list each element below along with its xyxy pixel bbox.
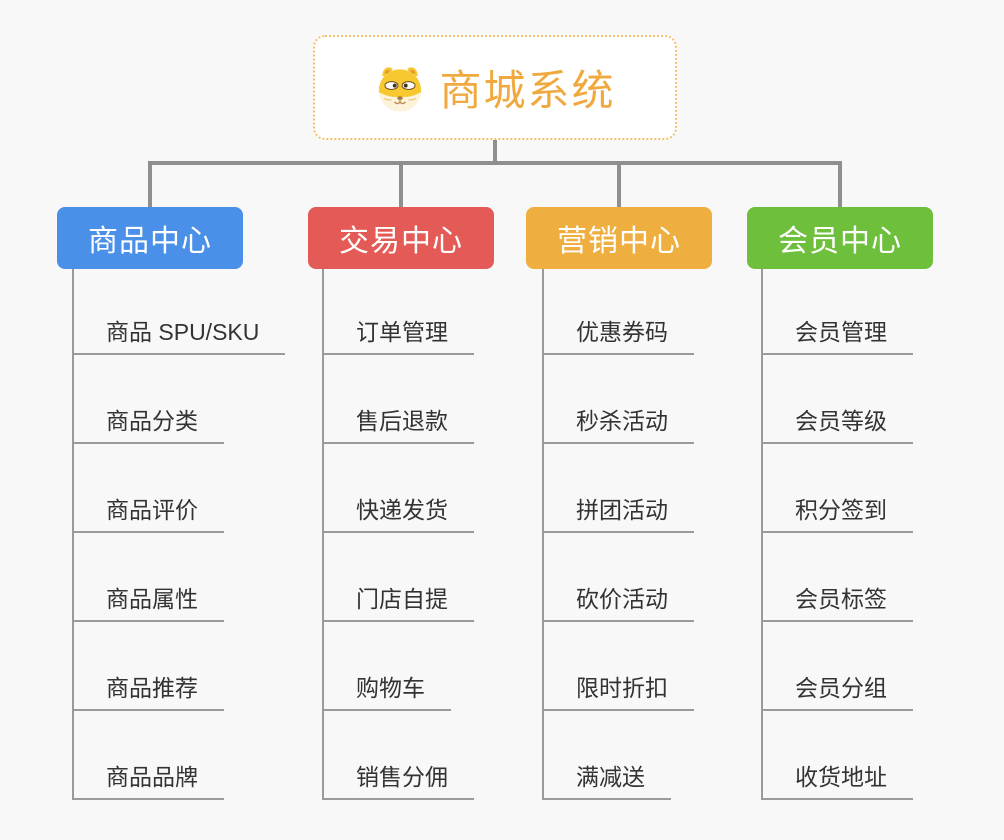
leaf-node[interactable]: 商品推荐	[72, 622, 285, 711]
leaf-node[interactable]: 满减送	[542, 711, 694, 800]
branch-label: 交易中心	[339, 225, 463, 258]
leaf-label: 售后退款	[322, 402, 474, 444]
leaf-label: 商品 SPU/SKU	[72, 313, 286, 355]
leaf-node[interactable]: 售后退款	[322, 355, 474, 444]
leaf-label: 积分签到	[761, 491, 913, 533]
leaf-label: 会员等级	[761, 402, 913, 444]
leaf-column-1: 订单管理售后退款快递发货门店自提购物车销售分佣	[322, 269, 474, 800]
leaf-node[interactable]: 会员管理	[761, 269, 913, 355]
leaf-node[interactable]: 砍价活动	[542, 533, 694, 622]
connector-root-stem	[493, 140, 497, 165]
leaf-label: 快递发货	[322, 491, 474, 533]
connector-drop-marketing	[617, 161, 621, 209]
branch-label: 商品中心	[88, 225, 212, 258]
leaf-label: 优惠券码	[542, 313, 694, 355]
leaf-node[interactable]: 销售分佣	[322, 711, 474, 800]
leaf-node[interactable]: 收货地址	[761, 711, 913, 800]
leaf-label: 商品属性	[72, 580, 224, 622]
leaf-label: 商品推荐	[72, 669, 224, 711]
leaf-node[interactable]: 优惠券码	[542, 269, 694, 355]
connector-drop-product	[148, 161, 152, 209]
leaf-column-0: 商品 SPU/SKU 商品分类商品评价商品属性商品推荐商品品牌	[72, 269, 286, 800]
leaf-node[interactable]: 会员分组	[761, 622, 913, 711]
root-node[interactable]: 商城系统	[313, 35, 677, 140]
leaf-column-2: 优惠券码秒杀活动拼团活动砍价活动限时折扣满减送	[542, 269, 694, 800]
connector-drop-trade	[399, 161, 403, 209]
branch-node-2[interactable]: 营销中心	[526, 207, 712, 269]
leaf-label: 会员标签	[761, 580, 913, 622]
leaf-label: 会员分组	[761, 669, 913, 711]
leaf-label: 商品分类	[72, 402, 224, 444]
leaf-column-3: 会员管理会员等级积分签到会员标签会员分组收货地址	[761, 269, 913, 800]
leaf-node[interactable]: 快递发货	[322, 444, 474, 533]
leaf-node[interactable]: 购物车	[322, 622, 474, 711]
leaf-label: 砍价活动	[542, 580, 694, 622]
leaf-node[interactable]: 商品评价	[72, 444, 285, 533]
leaf-node[interactable]: 订单管理	[322, 269, 474, 355]
connector-drop-member	[838, 161, 842, 209]
dog-face-icon	[379, 66, 422, 112]
leaf-label: 门店自提	[322, 580, 474, 622]
leaf-node[interactable]: 拼团活动	[542, 444, 694, 533]
branch-label: 会员中心	[778, 225, 902, 258]
leaf-node[interactable]: 门店自提	[322, 533, 474, 622]
leaf-label: 订单管理	[322, 313, 474, 355]
leaf-node[interactable]: 商品分类	[72, 355, 285, 444]
leaf-label: 会员管理	[761, 313, 913, 355]
leaf-node[interactable]: 积分签到	[761, 444, 913, 533]
branch-label: 营销中心	[557, 225, 681, 258]
leaf-node[interactable]: 商品 SPU/SKU	[72, 269, 286, 355]
leaf-label: 收货地址	[761, 758, 913, 800]
leaf-label: 限时折扣	[542, 669, 694, 711]
root-title: 商城系统	[439, 67, 616, 114]
leaf-node[interactable]: 商品属性	[72, 533, 285, 622]
leaf-node[interactable]: 会员等级	[761, 355, 913, 444]
leaf-label: 满减送	[542, 758, 671, 800]
leaf-label: 购物车	[322, 669, 451, 711]
branch-node-0[interactable]: 商品中心	[57, 207, 243, 269]
leaf-node[interactable]: 商品品牌	[72, 711, 285, 800]
leaf-label: 销售分佣	[322, 758, 474, 800]
leaf-label: 商品评价	[72, 491, 224, 533]
leaf-node[interactable]: 秒杀活动	[542, 355, 694, 444]
connector-horizontal-bar	[148, 161, 842, 165]
branch-node-1[interactable]: 交易中心	[308, 207, 494, 269]
leaf-node[interactable]: 会员标签	[761, 533, 913, 622]
branch-node-3[interactable]: 会员中心	[747, 207, 933, 269]
leaf-label: 秒杀活动	[542, 402, 694, 444]
leaf-label: 拼团活动	[542, 491, 694, 533]
leaf-label: 商品品牌	[72, 758, 224, 800]
leaf-node[interactable]: 限时折扣	[542, 622, 694, 711]
